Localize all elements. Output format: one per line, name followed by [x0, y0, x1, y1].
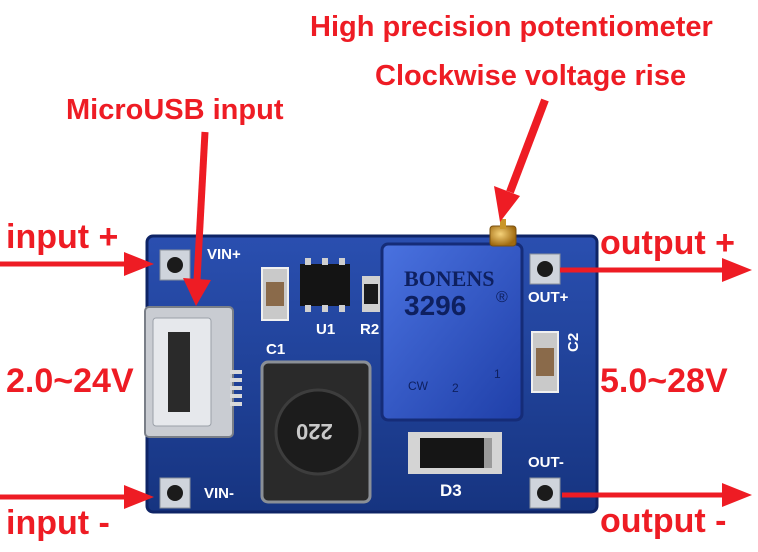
arrow-pot — [494, 98, 549, 222]
arrow-output-plus — [560, 258, 752, 282]
silk-vin-plus: VIN+ — [207, 246, 241, 263]
silk-d3: D3 — [440, 481, 462, 500]
micro-usb-connector — [144, 306, 242, 438]
pot-model: 3296 — [404, 290, 467, 321]
arrow-output-minus — [562, 483, 752, 507]
silk-out-minus: OUT- — [528, 454, 564, 471]
diode-d3 — [408, 432, 502, 474]
pad-vin-plus — [159, 249, 191, 281]
pot-cw: CW — [408, 379, 428, 393]
label-usb: MicroUSB input — [66, 94, 284, 126]
capacitor-c1 — [261, 267, 289, 321]
inductor-220 — [260, 360, 372, 504]
label-input-minus: input - — [6, 504, 110, 542]
arrow-input-minus — [0, 485, 154, 509]
silk-vin-minus: VIN- — [204, 485, 234, 502]
silk-out-plus: OUT+ — [528, 289, 569, 306]
label-output-range: 5.0~28V — [600, 362, 728, 400]
label-pot-line2: Clockwise voltage rise — [375, 60, 687, 92]
label-input-plus: input + — [6, 218, 119, 256]
silk-c1: C1 — [266, 341, 286, 358]
pot-pin2: 2 — [452, 381, 459, 395]
chip-u1 — [300, 258, 350, 312]
resistor-r2 — [362, 276, 380, 312]
pot-brand: BONENS — [404, 266, 495, 291]
silk-u1: U1 — [316, 321, 336, 338]
pot-registered: ® — [496, 289, 508, 306]
pad-vin-minus — [159, 477, 191, 509]
label-pot-line1: High precision potentiometer — [310, 11, 713, 43]
inductor-marking: 220 — [296, 419, 333, 444]
capacitor-c2 — [531, 331, 559, 393]
pot-pin1: 1 — [494, 367, 501, 381]
pad-out-minus — [529, 477, 561, 509]
silk-c2: C2 — [565, 332, 582, 352]
pad-out-plus — [529, 253, 561, 285]
potentiometer — [380, 219, 524, 422]
arrow-usb — [183, 131, 211, 306]
label-output-minus: output - — [600, 502, 727, 540]
arrow-input-plus — [0, 252, 154, 276]
label-input-range: 2.0~24V — [6, 362, 134, 400]
silk-r2: R2 — [360, 321, 380, 338]
label-output-plus: output + — [600, 224, 736, 262]
